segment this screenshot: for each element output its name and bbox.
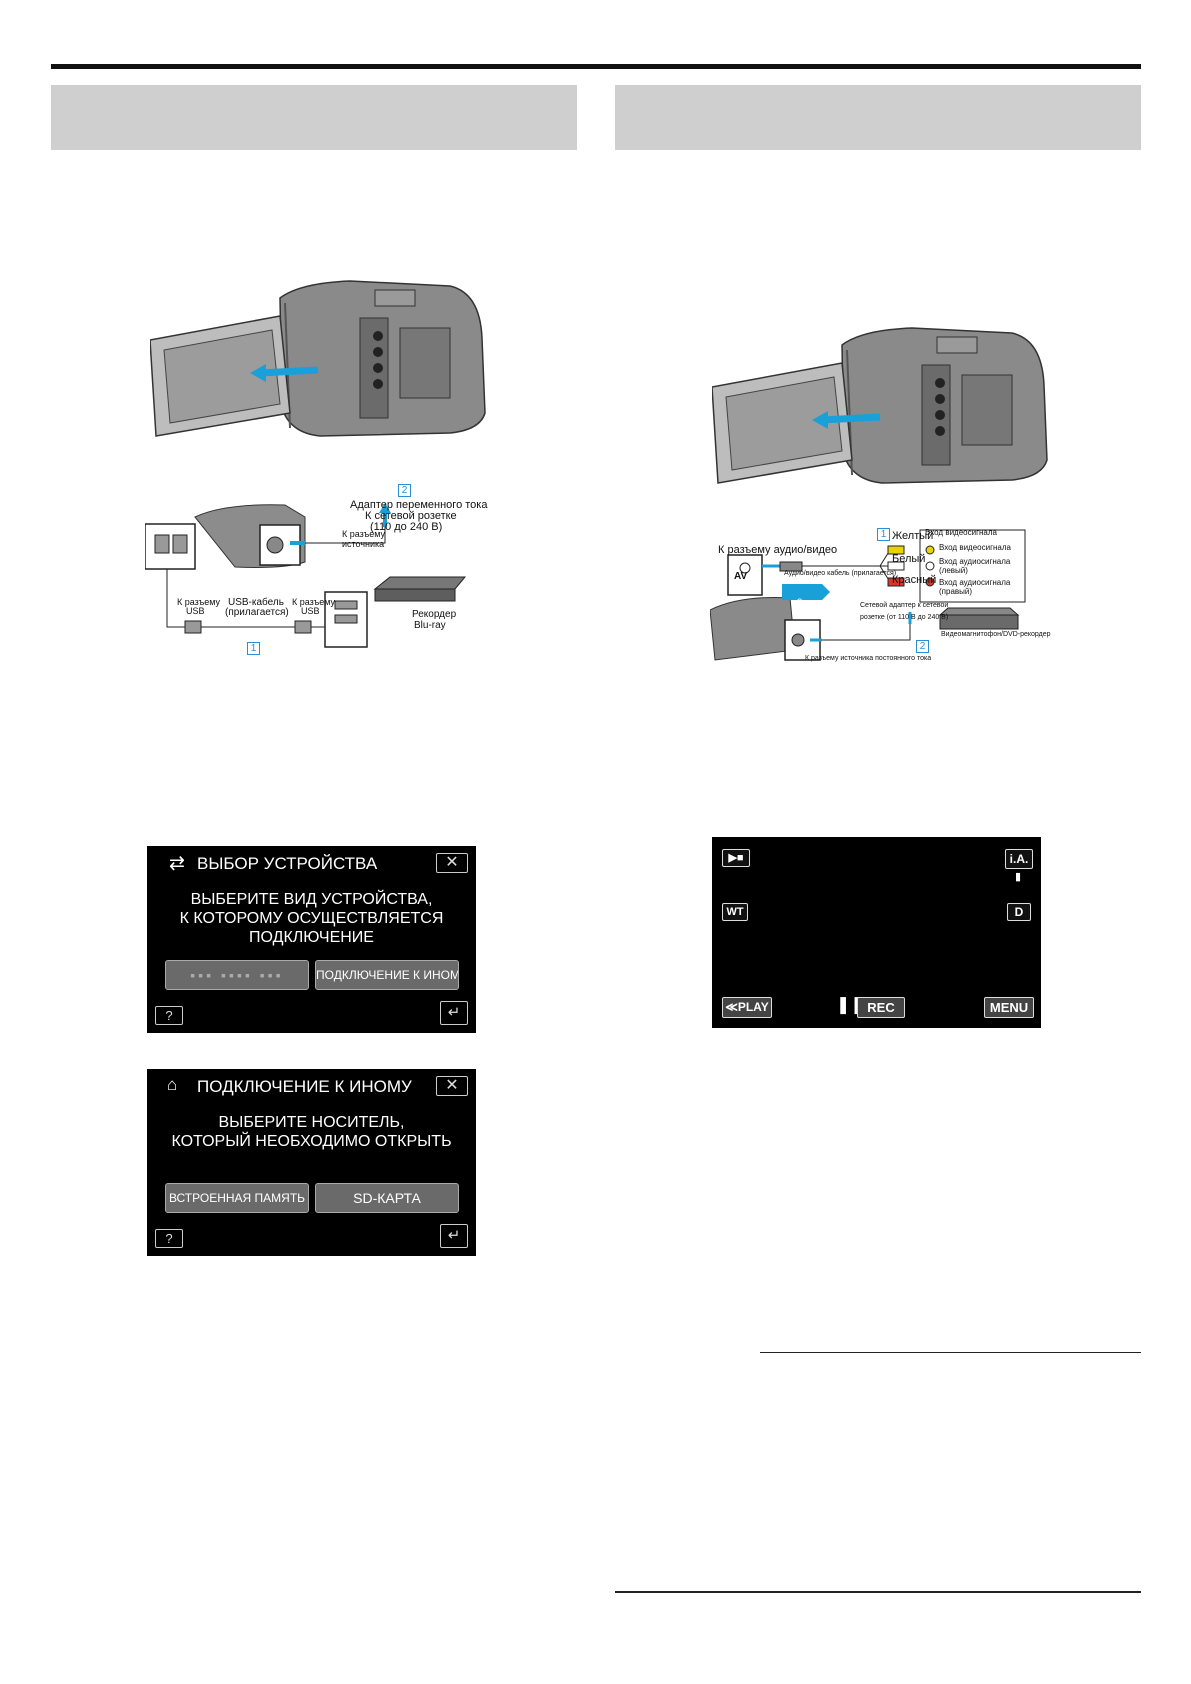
record-screen: ▶■ i.A. ▮ WT D ≪PLAY ❚❚ REC MENU xyxy=(712,837,1041,1028)
camcorder-illustration xyxy=(712,327,1048,484)
screen-title: ВЫБОР УСТРОЙСТВА xyxy=(197,854,378,873)
adapter-label: Адаптер переменного тока xyxy=(350,499,488,511)
play-button[interactable]: ≪PLAY xyxy=(722,997,772,1018)
av-recorder-label: Видеомагнитофон/DVD-рекордер xyxy=(941,631,1051,638)
usb-jack-right-label-2: USB xyxy=(301,606,320,616)
usb-cable-label-2: (прилагается) xyxy=(225,607,289,618)
video-input-header: Вход видеосигнала xyxy=(925,528,997,537)
usb-connection-diagram xyxy=(145,503,467,648)
note-divider xyxy=(760,1352,1141,1353)
device-button-blurred[interactable]: ▪▪▪ ▪▪▪▪ ▪▪▪ xyxy=(165,960,309,990)
builtin-memory-button[interactable]: ВСТРОЕННАЯ ПАМЯТЬ xyxy=(165,1183,309,1213)
dc-jack-label: К разъему источника постоянного тока xyxy=(805,655,932,662)
power-jack-label-2: источника xyxy=(342,539,385,549)
screen-message: ВЫБЕРИТЕ ВИД УСТРОЙСТВА, К КОТОРОМУ ОСУЩ… xyxy=(179,891,444,946)
av-cable-label: Аудио/видео кабель (прилагается) xyxy=(784,570,897,577)
menu-button[interactable]: MENU xyxy=(984,997,1034,1018)
recorder-label-1: Рекордер xyxy=(412,609,457,620)
av-jack-label: К разъему аудио/видео xyxy=(718,544,838,556)
device-select-screen: ⇄ ВЫБОР УСТРОЙСТВА ✕ ВЫБЕРИТЕ ВИД УСТРОЙ… xyxy=(147,846,476,1033)
camcorder-illustration xyxy=(150,280,486,437)
outlet-label: К сетевой розетке xyxy=(365,510,457,522)
device-icon: ⌂ xyxy=(167,1075,178,1094)
wt-badge[interactable]: WT xyxy=(722,903,748,921)
yellow-label: Желтый xyxy=(892,530,934,542)
red-label: Красный xyxy=(892,574,937,586)
usb-jack-left-label-1: К разъему xyxy=(177,597,221,607)
av-connection-diagram xyxy=(710,529,1026,661)
video-mode-icon[interactable]: ▶■ xyxy=(722,849,750,867)
back-button[interactable]: ↵ xyxy=(440,1224,468,1248)
connection-icon: ⇄ xyxy=(169,853,185,874)
marker-2: 2 xyxy=(398,484,411,497)
scene-icon: ▮ xyxy=(1015,871,1022,883)
d-badge[interactable]: D xyxy=(1007,903,1031,921)
recorder-label-2: Blu-ray xyxy=(414,620,446,631)
screen-message: ВЫБЕРИТЕ НОСИТЕЛЬ, КОТОРЫЙ НЕОБХОДИМО ОТ… xyxy=(171,1114,452,1150)
top-rule xyxy=(51,64,1141,69)
close-button[interactable]: ✕ xyxy=(436,1076,468,1096)
section-header-right xyxy=(615,85,1141,150)
audio-right-label-1: Вход аудиосигнала xyxy=(939,578,1011,587)
back-button[interactable]: ↵ xyxy=(440,1001,468,1025)
ac-adapter-label-2: розетке (от 110 В до 240 В) xyxy=(860,614,949,621)
usb-cable-label-1: USB-кабель xyxy=(228,597,284,608)
voltage-label: (110 до 240 В) xyxy=(370,521,443,533)
audio-left-label-2: (левый) xyxy=(939,566,968,575)
usb-jack-left-label-2: USB xyxy=(186,606,205,616)
usb-jack-right-label-1: К разъему xyxy=(292,597,336,607)
section-header-left xyxy=(51,85,577,150)
ia-badge[interactable]: i.A. xyxy=(1005,849,1033,869)
power-jack-label-1: К разъему xyxy=(342,529,386,539)
close-button[interactable]: ✕ xyxy=(436,853,468,873)
marker-2: 2 xyxy=(916,640,929,653)
bottom-rule xyxy=(615,1591,1141,1593)
video-input-label: Вход видеосигнала xyxy=(939,543,1011,552)
rec-button[interactable]: REC xyxy=(857,997,905,1018)
av-label: AV xyxy=(734,571,748,582)
screen-title: ПОДКЛЮЧЕНИЕ К ИНОМУ xyxy=(197,1077,412,1096)
ac-adapter-label-1: Сетевой адаптер к сетевой xyxy=(860,602,949,609)
audio-left-label-1: Вход аудиосигнала xyxy=(939,557,1011,566)
white-label: Белый xyxy=(892,553,926,565)
marker-1: 1 xyxy=(877,528,890,541)
marker-1: 1 xyxy=(247,642,260,655)
help-button[interactable]: ? xyxy=(155,1006,183,1025)
media-select-screen: ⌂ ПОДКЛЮЧЕНИЕ К ИНОМУ ✕ ВЫБЕРИТЕ НОСИТЕЛ… xyxy=(147,1069,476,1256)
other-connection-button[interactable]: ПОДКЛЮЧЕНИЕ К ИНОМУ xyxy=(315,960,459,990)
record-arrow-label: Запись xyxy=(797,597,827,607)
audio-right-label-2: (правый) xyxy=(939,587,973,596)
help-button[interactable]: ? xyxy=(155,1229,183,1248)
sd-card-button[interactable]: SD-КАРТА xyxy=(315,1183,459,1213)
